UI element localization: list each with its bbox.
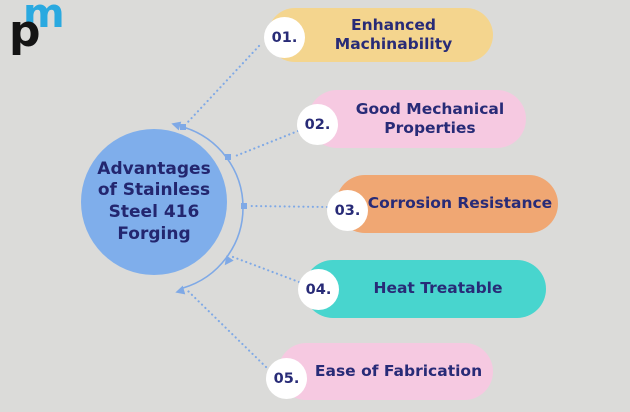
advantage-pill-3: Corrosion Resistance — [336, 175, 558, 233]
advantage-pill-5: Ease of Fabrication — [278, 343, 493, 400]
advantage-pill-1: Enhanced Machinability — [268, 8, 493, 62]
advantage-pill-2: Good Mechanical Properties — [308, 90, 526, 148]
number-badge-3: 03. — [327, 190, 368, 231]
arrowhead-bottom-icon — [175, 285, 186, 295]
dotted-line-item3 — [247, 204, 329, 209]
dotted-line-item4 — [231, 255, 301, 284]
dotted-line-item5 — [186, 289, 268, 369]
advantage-label-5: Ease of Fabrication — [314, 361, 483, 380]
node-square-1 — [180, 124, 186, 130]
dotted-line-item2 — [231, 129, 300, 159]
dotted-line-item1 — [185, 44, 261, 125]
advantage-label-3: Corrosion Resistance — [367, 194, 553, 213]
logo: m p — [9, 0, 65, 60]
arrowhead-middle-icon — [224, 255, 234, 266]
center-topic-circle: Advantages of Stainless Steel 416 Forgin… — [81, 129, 227, 275]
center-topic-title: Advantages of Stainless Steel 416 Forgin… — [97, 158, 211, 244]
advantage-label-2: Good Mechanical Properties — [355, 99, 505, 137]
advantage-label-4: Heat Treatable — [373, 279, 503, 298]
number-badge-4: 04. — [298, 269, 339, 310]
advantage-label-1: Enhanced Machinability — [334, 15, 453, 53]
advantage-pill-4: Heat Treatable — [304, 260, 546, 318]
node-square-3 — [241, 203, 247, 209]
arrowhead-top-icon — [171, 121, 182, 131]
number-badge-2: 02. — [297, 104, 338, 145]
number-badge-5: 05. — [266, 358, 307, 399]
logo-letter-p: p — [9, 6, 41, 57]
logo-letter-m: m — [23, 0, 65, 37]
number-badge-1: 01. — [264, 17, 305, 58]
node-square-2 — [225, 154, 231, 160]
